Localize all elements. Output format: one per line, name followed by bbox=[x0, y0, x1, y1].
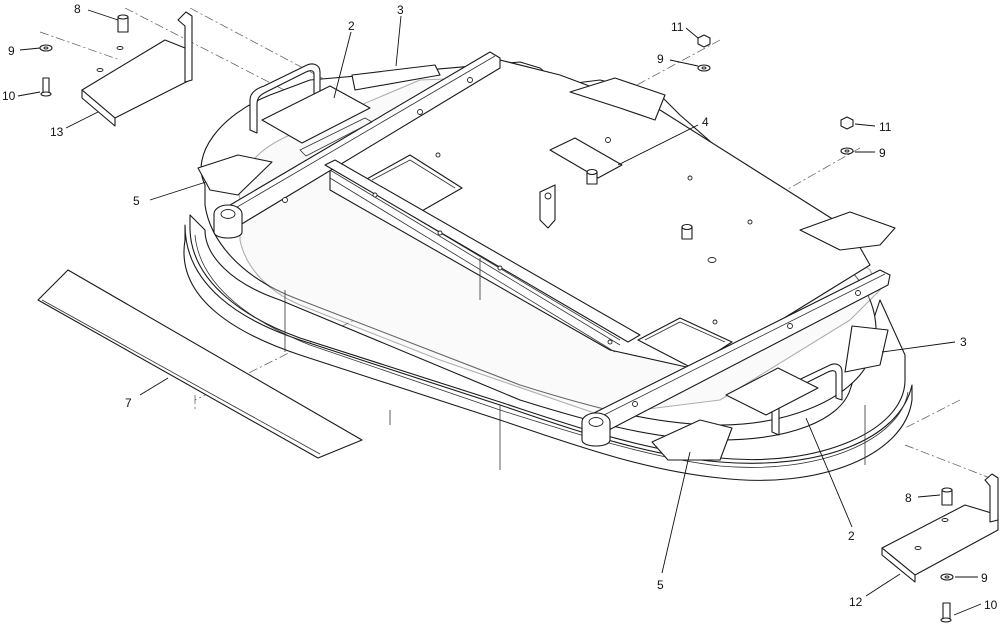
callout-labels: 8 9 10 13 2 3 11 9 4 11 9 5 3 7 8 2 5 9 … bbox=[2, 2, 998, 612]
deflector-plate-7 bbox=[37, 269, 363, 459]
decal-3-top bbox=[351, 64, 441, 91]
callout-10-bottom: 10 bbox=[984, 598, 998, 612]
cross-bars bbox=[324, 159, 641, 343]
handle-bottom bbox=[725, 363, 843, 436]
callout-8-top: 8 bbox=[74, 2, 81, 16]
callout-2-top: 2 bbox=[348, 19, 355, 33]
callout-9-b: 9 bbox=[879, 146, 886, 160]
mount-bar-right bbox=[581, 269, 891, 447]
callout-4: 4 bbox=[702, 115, 709, 129]
callout-10-top: 10 bbox=[2, 89, 16, 103]
callout-12: 12 bbox=[849, 595, 863, 609]
bracket-13 bbox=[81, 11, 193, 127]
callout-8-bottom: 8 bbox=[905, 491, 912, 505]
deck-bracket-top-right bbox=[569, 77, 896, 251]
callout-11-b: 11 bbox=[879, 120, 892, 134]
handle-top bbox=[249, 63, 373, 157]
decal-5-bottom bbox=[651, 419, 733, 461]
deck-housing bbox=[183, 59, 913, 481]
mount-bar-left bbox=[213, 51, 501, 239]
bracket-12 bbox=[881, 473, 999, 583]
callout-13: 13 bbox=[50, 125, 64, 139]
leader-lines bbox=[17, 9, 982, 616]
decal-4 bbox=[549, 137, 623, 179]
callout-11-a: 11 bbox=[671, 20, 684, 34]
callout-9-a: 9 bbox=[657, 52, 664, 66]
callout-5-bottom: 5 bbox=[657, 578, 664, 592]
callout-5-left: 5 bbox=[133, 194, 140, 208]
callout-9-top-left: 9 bbox=[8, 44, 15, 58]
callout-3-top: 3 bbox=[397, 3, 404, 17]
decal-5-left bbox=[197, 154, 273, 196]
callout-2-bottom: 2 bbox=[848, 529, 855, 543]
decal-3-right bbox=[844, 325, 889, 373]
hardware bbox=[39, 14, 954, 623]
plate-details bbox=[435, 152, 753, 345]
callout-3-right: 3 bbox=[960, 335, 967, 349]
callout-9-bottom: 9 bbox=[981, 571, 988, 585]
callout-7: 7 bbox=[125, 396, 132, 410]
